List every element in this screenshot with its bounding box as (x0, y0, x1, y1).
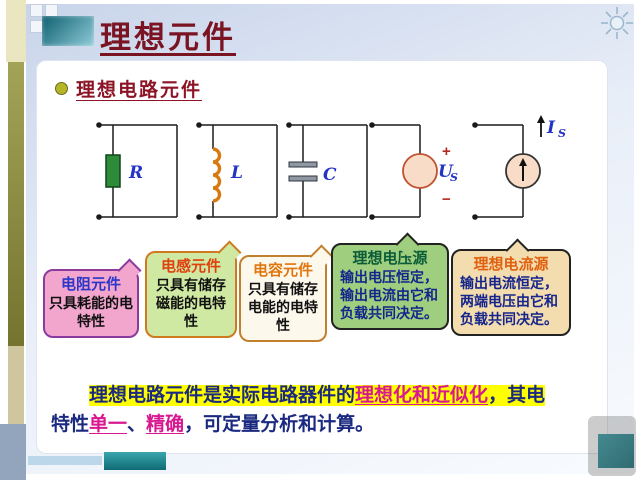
terminal-dot (96, 122, 102, 128)
voltage-source-diagram: + U S − (369, 122, 458, 220)
terminal-dot (96, 214, 102, 220)
template-decoration-left-bottom (0, 424, 26, 480)
summary-paragraph: 理想电路元件是实际电路器件的理想化和近似化，其电 特性单一、精确，可定量分析和计… (51, 381, 595, 439)
callout-title: 电阻元件 (60, 276, 121, 293)
current-source-diagram: I S (472, 115, 566, 220)
resistor-diagram: R (96, 122, 178, 220)
callout-inductor: 电感元件 只具有储存磁能的电特性 (145, 240, 242, 338)
current-source-label: I (546, 118, 556, 138)
terminal-dot (196, 214, 202, 220)
page-title: 理想元件 (100, 20, 236, 55)
plus-sign: + (442, 143, 451, 160)
summary-segment: ，可定量分析和计算。 (184, 414, 375, 435)
callout-current-source: 理想电流源 输出电流恒定，两端电压由它和负载共同决定。 (451, 238, 571, 336)
terminal-dot (369, 214, 375, 220)
terminal-dot (286, 122, 292, 128)
content-card: 理想电路元件 R (36, 60, 608, 454)
resistor-symbol (105, 154, 121, 188)
template-decoration-left-top (6, 0, 26, 62)
voltage-source-label: U (438, 162, 454, 182)
capacitor-plates-symbol (288, 161, 318, 182)
voltage-source-label-sub: S (450, 171, 458, 184)
current-direction-arrow-icon (537, 115, 545, 137)
current-source-label-sub: S (558, 127, 566, 140)
terminal-dot (369, 122, 375, 128)
capacitor-diagram: C (286, 122, 368, 220)
inductor-diagram: L (196, 122, 278, 220)
template-decoration-left-tan (8, 346, 24, 424)
terminal-dot (286, 214, 292, 220)
circuit-diagrams-row: R L (37, 109, 607, 239)
summary-line-1: 理想电路元件是实际电路器件的理想化和近似化，其电 (51, 381, 595, 410)
callout-body: 输出电流恒定，两端电压由它和负载共同决定。 (460, 275, 558, 327)
bullet-icon (55, 82, 68, 95)
summary-line-2: 特性单一、精确，可定量分析和计算。 (51, 410, 595, 439)
summary-segment-emphasis: 精确 (146, 414, 185, 435)
template-decoration-teal-bar (104, 452, 166, 470)
summary-segment: 、 (127, 414, 147, 435)
current-source-arrow-icon (519, 158, 527, 181)
voltage-source-circle (402, 153, 438, 189)
callouts-row: 电阻元件 只具耗能的电特性 电感元件 只具有储存磁能的电特性 电容元件 只具有储… (37, 232, 607, 377)
title-accent-bar (42, 16, 94, 46)
inductor-coil-symbol (212, 147, 222, 203)
callout-body: 只具有储存电能的电特性 (248, 281, 318, 333)
terminal-dot (472, 214, 478, 220)
summary-segment-emphasis: 单一 (89, 414, 128, 435)
resistor-label: R (128, 163, 143, 183)
callout-body: 只具有储存磁能的电特性 (156, 277, 226, 329)
capacitor-label: C (323, 165, 337, 185)
callout-body: 输出电压恒定，输出电流由它和负载共同决定。 (340, 269, 438, 321)
terminal-dot (472, 122, 478, 128)
terminal-dot (196, 122, 202, 128)
section-heading-row: 理想电路元件 (55, 75, 202, 102)
template-decoration-teal-square (598, 434, 634, 468)
callout-capacitor: 电容元件 只具有储存电能的电特性 (239, 244, 334, 342)
callout-resistor: 电阻元件 只具耗能的电特性 (43, 258, 142, 338)
callout-title: 理想电流源 (473, 256, 549, 273)
section-heading: 理想电路元件 (76, 80, 203, 101)
callout-title: 电感元件 (160, 258, 221, 275)
summary-segment: 特性 (51, 414, 90, 435)
watermark-overlay (588, 416, 636, 476)
summary-segment: ，其电 (488, 385, 546, 406)
template-decoration-left-bar (8, 62, 24, 346)
inductor-label: L (230, 163, 243, 183)
callout-body: 只具耗能的电特性 (49, 295, 133, 329)
callout-title: 理想电压源 (352, 250, 428, 267)
minus-sign: − (442, 191, 451, 208)
callout-voltage-source: 理想电压源 输出电压恒定，输出电流由它和负载共同决定。 (331, 232, 449, 330)
template-decoration-blue-bar (28, 456, 102, 465)
callout-title: 电容元件 (252, 262, 313, 279)
summary-segment: 理想电路元件是实际电路器件的 (89, 385, 356, 406)
sun-icon (600, 6, 634, 45)
summary-segment-emphasis: 理想化和近似化 (355, 385, 489, 406)
